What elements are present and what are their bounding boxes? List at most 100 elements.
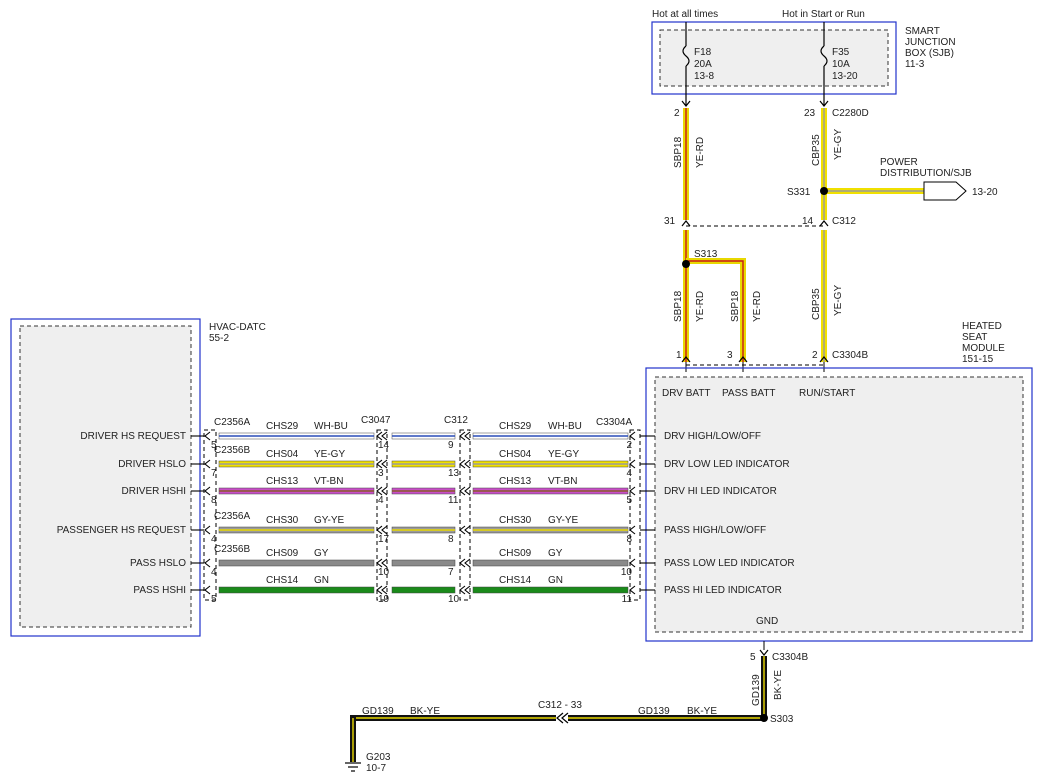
signal-right-label-0: DRV HIGH/LOW/OFF [664, 431, 761, 442]
wire-sbp18-upper-circuit: SBP18 [673, 136, 684, 168]
wire-right-4 [472, 559, 629, 567]
signal-right-pin-1: 4 [626, 468, 632, 479]
signal-mid-pin-l-4: 10 [378, 567, 390, 578]
signal-circuit2-4: CHS09 [499, 548, 532, 559]
signal-color-0: WH-BU [314, 421, 348, 432]
fuse-f18-icon [682, 45, 690, 67]
signal-left-conn-4: C2356B [214, 544, 250, 555]
wire-cbp35-lower-circuit: CBP35 [811, 288, 822, 320]
fuse-f35-name: F35 [832, 47, 850, 58]
hsm-pin-label-pass-batt: PASS BATT [722, 388, 776, 399]
signal-left-label-2: DRIVER HSHI [122, 486, 186, 497]
signal-circuit2-5: CHS14 [499, 575, 532, 586]
ground-vert-color: BK-YE [773, 670, 784, 700]
signal-mid-pin-l-1: 3 [378, 468, 384, 479]
signal-right-pin-5: 11 [622, 594, 633, 605]
power-dist-label-1: POWER [880, 157, 918, 168]
signal-mid-pin-l-2: 4 [378, 495, 384, 506]
wire-cbp35-upper-circuit: CBP35 [811, 134, 822, 166]
signal-left-label-4: PASS HSLO [130, 558, 186, 569]
hsm-pin-2: 2 [812, 350, 818, 361]
power-dist-ref: 13-20 [972, 187, 998, 198]
signal-color-5: GN [314, 575, 329, 586]
signal-mid-pin-l-3: 17 [378, 534, 390, 545]
sjb-title-2: JUNCTION [905, 37, 956, 48]
signal-left-label-5: PASS HSHI [133, 585, 186, 596]
sjb-title-1: SMART [905, 26, 940, 37]
c312-pin-31: 31 [664, 216, 676, 227]
power-dist-label-2: DISTRIBUTION/SJB [880, 168, 972, 179]
signal-mid-pin-l-5: 19 [378, 594, 390, 605]
signal-color2-4: GY [548, 548, 563, 559]
signal-mid-pin-r-3: 8 [448, 534, 454, 545]
signal-circuit2-0: CHS29 [499, 421, 532, 432]
fuse-f35-rating: 10A [832, 59, 850, 70]
c312-pin-14: 14 [802, 216, 814, 227]
fuse-f35-icon [820, 45, 828, 67]
hsm-title-1: HEATED [962, 321, 1002, 332]
splice-s303-label: S303 [770, 714, 794, 725]
signal-mid-conn-0: C3047 [361, 415, 391, 426]
signal-right-label-3: PASS HIGH/LOW/OFF [664, 525, 766, 536]
wire-right-5 [472, 586, 629, 594]
c312-upper-label: C312 [832, 216, 856, 227]
hvac-title-2: 55-2 [209, 333, 229, 344]
signal-left-pin-4: 4 [211, 567, 217, 578]
splice-s313 [682, 260, 690, 268]
signal-right-conn-0: C3304A [596, 417, 632, 428]
signal-right-label-1: DRV LOW LED INDICATOR [664, 459, 790, 470]
hsm-pin-1: 1 [676, 350, 682, 361]
signal-left-conn-3: C2356A [214, 511, 250, 522]
ground-connector-c3304b: C3304B [772, 652, 808, 663]
fuse-f35-ref: 13-20 [832, 71, 858, 82]
hsm-gnd-label: GND [756, 616, 778, 627]
hsm-title-4: 151-15 [962, 354, 994, 365]
ground-c312-33: C312 - 33 [538, 700, 582, 711]
signal-left-pin-2: 8 [211, 495, 217, 506]
signal-left-pin-0: 5 [211, 440, 217, 451]
hvac-box [10, 318, 201, 637]
signal-left-pin-3: 4 [211, 534, 217, 545]
hsm-pin-label-run-start: RUN/START [799, 388, 855, 399]
ground-symbol-icon [345, 762, 361, 772]
splice-s331 [820, 187, 828, 195]
power-dist-arrow-icon [923, 181, 967, 201]
ground-right-color: BK-YE [687, 706, 717, 717]
sjb-pin-2: 2 [674, 108, 680, 119]
wire-left-4 [218, 559, 375, 567]
sjb-box [651, 21, 897, 95]
splice-s331-label: S331 [787, 187, 811, 198]
signal-mid-conn2-0: C312 [444, 415, 468, 426]
signal-circuit-0: CHS29 [266, 421, 299, 432]
signal-left-conn-0: C2356A [214, 417, 250, 428]
hsm-inner-box [654, 376, 1024, 633]
signal-left-label-0: DRIVER HS REQUEST [80, 431, 186, 442]
wire-left-5 [218, 586, 375, 594]
hsm-pin-label-drv-batt: DRV BATT [662, 388, 711, 399]
signal-color2-0: WH-BU [548, 421, 582, 432]
signal-mid-pin-r-2: 11 [448, 495, 459, 506]
ground-g203: G203 [366, 752, 391, 763]
ground-left-circuit: GD139 [362, 706, 394, 717]
fuse-f18-name: F18 [694, 47, 712, 58]
ground-left-color: BK-YE [410, 706, 440, 717]
ground-g203-ref: 10-7 [366, 763, 386, 774]
signal-color2-2: VT-BN [548, 476, 577, 487]
sjb-title-3: BOX (SJB) [905, 48, 954, 59]
wire-mid-5 [391, 586, 456, 594]
signal-right-pin-0: 2 [626, 440, 632, 451]
hsm-title-2: SEAT [962, 332, 987, 343]
signal-circuit2-3: CHS30 [499, 515, 532, 526]
connector-c3047-dashed [376, 429, 388, 601]
hot-in-start-run-label: Hot in Start or Run [782, 9, 865, 20]
splice-s313-label: S313 [694, 249, 718, 260]
signal-circuit-1: CHS04 [266, 449, 299, 460]
signal-color-4: GY [314, 548, 329, 559]
signal-color-1: YE-GY [314, 449, 345, 460]
signal-circuit-4: CHS09 [266, 548, 299, 559]
signal-right-pin-3: 8 [626, 534, 632, 545]
wire-sbp18-lower-b-circuit: SBP18 [730, 290, 741, 322]
signal-color2-1: YE-GY [548, 449, 579, 460]
